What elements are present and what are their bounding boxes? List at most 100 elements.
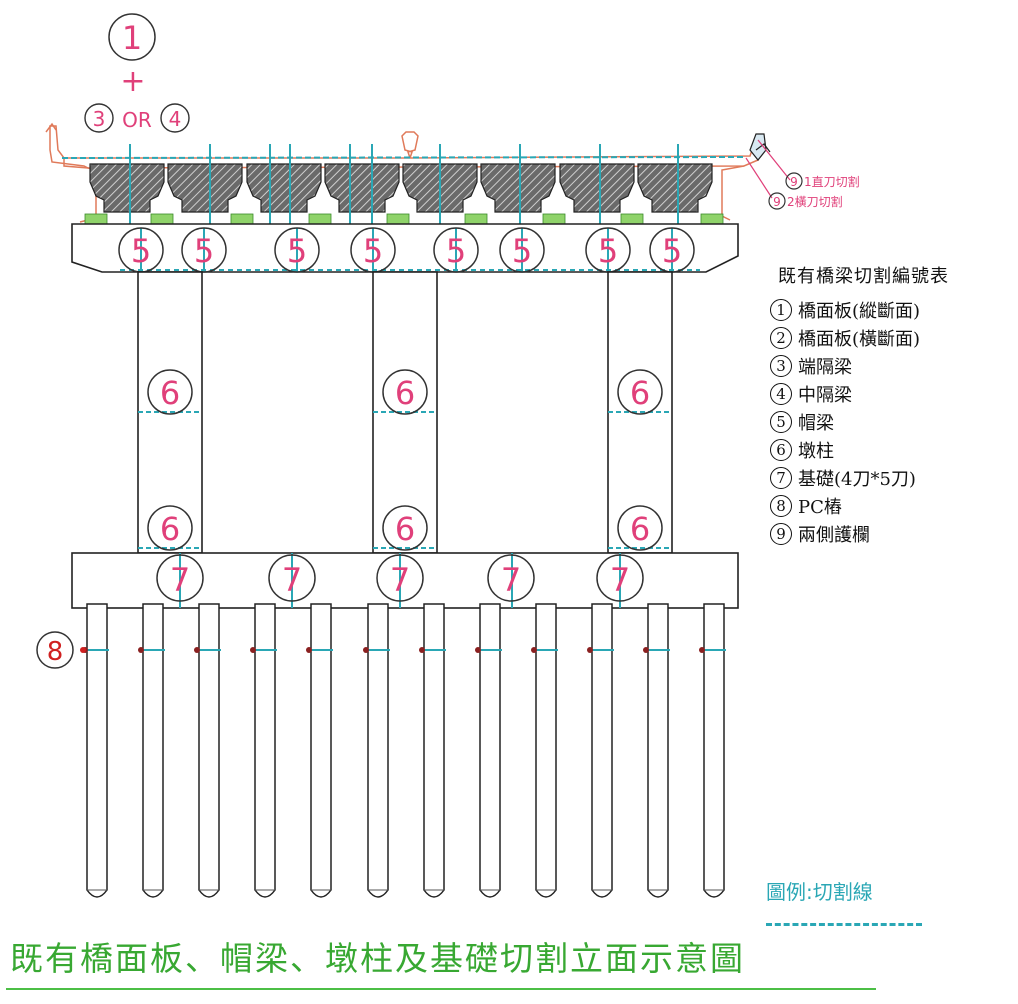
- pile-label: 8: [36, 631, 86, 669]
- footing-label: 7: [501, 561, 521, 599]
- railing-label-1-text: 1直刀切割: [804, 174, 860, 189]
- pc-pile: [591, 603, 613, 898]
- bearing-pad: [386, 213, 410, 225]
- cap-beam-label: 5: [512, 232, 532, 270]
- cap-beam-label: 5: [662, 232, 682, 270]
- cap-beam-label-circle: [181, 227, 227, 273]
- bearing-pad: [700, 213, 724, 225]
- cap-beam-label: 5: [194, 232, 214, 270]
- right-railing: [745, 133, 791, 199]
- footing-label-circle: [487, 554, 535, 602]
- pile-cut-marker: [306, 647, 312, 653]
- railing-label-horizontal-cut: 9 2橫刀切割: [768, 192, 843, 210]
- railing-label-1-num: 9: [790, 175, 798, 189]
- pier-label: 6: [160, 374, 180, 412]
- top-note-num1: 1: [122, 19, 142, 57]
- legend-item-text: 帽梁: [798, 413, 834, 434]
- railing-label-2-text: 2橫刀切割: [787, 194, 843, 209]
- girder: [89, 163, 165, 213]
- footing-label: 7: [170, 561, 190, 599]
- diagram-caption: 既有橋面板、帽梁、墩柱及基礎切割立面示意圖: [10, 939, 745, 978]
- bearing-pad: [84, 213, 108, 225]
- legend-item-number: 4: [770, 383, 792, 405]
- pier-label: 6: [395, 510, 415, 548]
- legend-item-text: 墩柱: [798, 441, 834, 462]
- pile-cut-marker: [419, 647, 425, 653]
- legend-item-text: 端隔梁: [798, 357, 852, 378]
- girder: [167, 163, 243, 213]
- top-note-num3: 3: [93, 107, 106, 131]
- pile-cut-marker: [587, 647, 593, 653]
- bearing-pad: [308, 213, 332, 225]
- caption-underline: [6, 988, 876, 990]
- pile-cut-marker: [363, 647, 369, 653]
- girder: [637, 163, 713, 213]
- pier-label: 6: [630, 510, 650, 548]
- legend-item-text: 基礎(4刀*5刀): [798, 469, 916, 490]
- legend-item-text: 兩側護欄: [798, 525, 870, 546]
- legend-item-number: 1: [770, 299, 792, 321]
- cap-beam-label: 5: [598, 232, 618, 270]
- footing-label: 7: [282, 561, 302, 599]
- pile-label-num: 8: [47, 637, 64, 667]
- bearings: [84, 213, 724, 225]
- legend-item: 1 橋面板(縱斷面): [770, 296, 1015, 324]
- legend-item-number: 3: [770, 355, 792, 377]
- cap-beam: [71, 223, 739, 273]
- legend-item-text: 橋面板(橫斷面): [798, 329, 921, 350]
- pc-pile: [310, 603, 332, 898]
- pier-label-circle: [617, 369, 663, 415]
- legend-items: 1 橋面板(縱斷面) 2 橋面板(橫斷面) 3 端隔梁 4 中隔梁 5 帽梁 6 墩柱 7 基礎(4刀*5…: [770, 296, 1015, 548]
- pile-cut-marker: [531, 647, 537, 653]
- legend-item-number: 5: [770, 411, 792, 433]
- pile-cut-marker: [475, 647, 481, 653]
- footing-label: 7: [610, 561, 630, 599]
- legend-item-number: 2: [770, 327, 792, 349]
- pc-pile: [423, 603, 445, 898]
- cap-beam-label: 5: [446, 232, 466, 270]
- cap-beam-label: 5: [363, 232, 383, 270]
- legend-item: 2 橋面板(橫斷面): [770, 324, 1015, 352]
- legend-item-text: 中隔梁: [798, 385, 852, 406]
- legend-item-number: 7: [770, 467, 792, 489]
- footing: [71, 552, 739, 609]
- pc-pile: [198, 603, 220, 898]
- footing-label: 7: [390, 561, 410, 599]
- footing-label-circle: [156, 554, 204, 602]
- top-note: 1 + 3 OR 4: [84, 13, 190, 133]
- legend-item-number: 6: [770, 439, 792, 461]
- pc-pile: [142, 603, 164, 898]
- girder: [246, 163, 322, 213]
- pier-label-circle: [147, 369, 193, 415]
- pile-cut-marker: [194, 647, 200, 653]
- footing-label-circle: [376, 554, 424, 602]
- pier-label: 6: [630, 374, 650, 412]
- girder: [324, 163, 400, 213]
- pc-pile: [703, 603, 725, 898]
- top-note-num4: 4: [169, 107, 182, 131]
- pier-label-circle: [382, 505, 428, 551]
- legend-item-text: 橋面板(縱斷面): [798, 301, 921, 322]
- pc-pile: [479, 603, 501, 898]
- cap-beam-label: 5: [131, 232, 151, 270]
- bearing-pad: [542, 213, 566, 225]
- pile-cut-marker: [699, 647, 705, 653]
- pc-pile: [647, 603, 669, 898]
- railing-label-2-num: 9: [773, 195, 781, 209]
- pile-cut-marker: [643, 647, 649, 653]
- pier-label: 6: [160, 510, 180, 548]
- legend-item: 7 基礎(4刀*5刀): [770, 464, 1015, 492]
- pc-pile: [367, 603, 389, 898]
- line-key: 圖例:切割線: [766, 876, 926, 926]
- bearing-pad: [150, 213, 174, 225]
- pc-pile: [535, 603, 557, 898]
- footing-label-circle: [596, 554, 644, 602]
- top-note-or: OR: [122, 108, 152, 132]
- footing-labels: 7 7 7 7 7: [156, 554, 644, 602]
- legend-item: 6 墩柱: [770, 436, 1015, 464]
- girder: [480, 163, 556, 213]
